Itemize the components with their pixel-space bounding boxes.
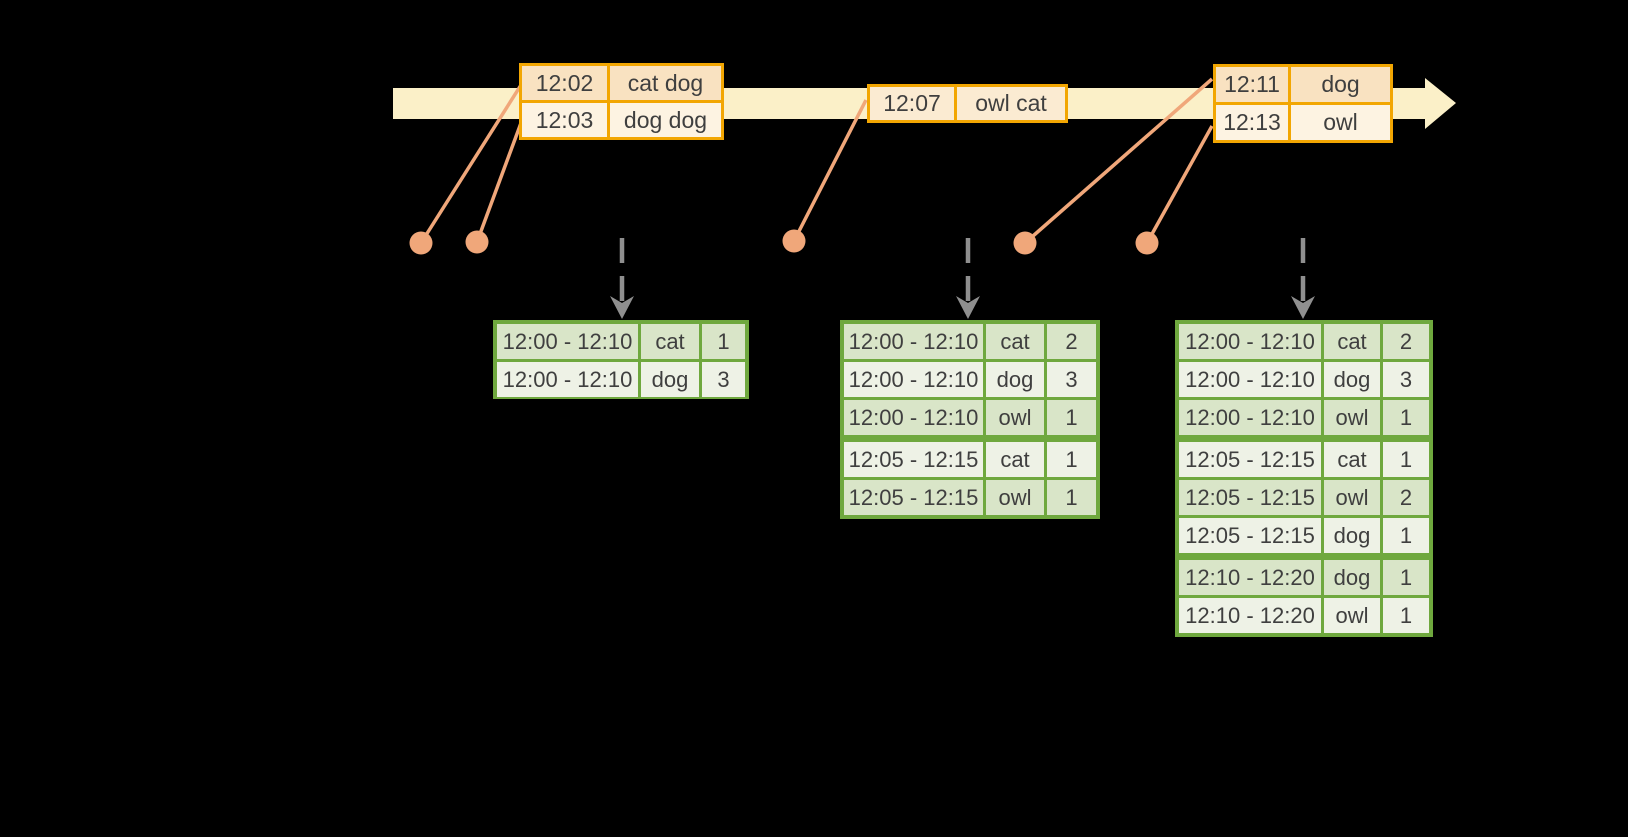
event-dot [409,231,433,255]
window-range: 12:10 - 12:20 [1179,560,1321,595]
event-time: 12:07 [870,87,954,120]
event-dot [1013,231,1037,255]
event-line [1023,77,1214,245]
word: dog [1324,518,1380,553]
event-dot [1135,231,1159,255]
window-range: 12:00 - 12:10 [844,324,983,359]
event-line [419,84,523,244]
event-line [1145,125,1214,244]
event-dot [782,229,806,253]
count: 1 [1383,560,1429,595]
event-dot [465,230,489,254]
window-range: 12:00 - 12:10 [1179,362,1321,397]
window-range: 12:05 - 12:15 [844,442,983,477]
count: 3 [1383,362,1429,397]
window-range: 12:00 - 12:10 [497,324,638,359]
trigger-dashed-lines [619,238,1306,301]
trigger-arrowheads [610,296,1315,319]
count: 2 [1047,324,1096,359]
count: 1 [1383,598,1429,633]
event-time: 12:13 [1216,105,1288,140]
count: 1 [1383,400,1429,435]
word: dog [1324,560,1380,595]
word: dog [986,362,1044,397]
window-range: 12:10 - 12:20 [1179,598,1321,633]
event-time: 12:03 [522,103,607,137]
event-words: cat dog [610,66,721,100]
window-range: 12:05 - 12:15 [1179,518,1321,553]
word: owl [1324,480,1380,515]
event-line [792,99,868,242]
window-range: 12:05 - 12:15 [844,480,983,515]
down-arrowhead-icon [1291,296,1315,319]
count: 1 [1383,518,1429,553]
event-time: 12:11 [1216,67,1288,102]
word: dog [641,362,699,397]
count: 2 [1383,324,1429,359]
word: owl [1324,400,1380,435]
count: 1 [1047,442,1096,477]
window-range: 12:05 - 12:15 [1179,480,1321,515]
window-range: 12:05 - 12:15 [1179,442,1321,477]
event-words: owl cat [957,87,1065,120]
count: 3 [702,362,745,397]
event-words: dog [1291,67,1390,102]
word: cat [1324,324,1380,359]
event-time: 12:02 [522,66,607,100]
event-dots [409,229,1159,255]
word: cat [641,324,699,359]
event-words: dog dog [610,103,721,137]
word: owl [986,400,1044,435]
event-words: owl [1291,105,1390,140]
word: cat [1324,442,1380,477]
window-range: 12:00 - 12:10 [844,362,983,397]
word: owl [1324,598,1380,633]
event-connector-lines [419,77,1214,245]
word: owl [986,480,1044,515]
count: 3 [1047,362,1096,397]
window-range: 12:00 - 12:10 [497,362,638,397]
down-arrowhead-icon [956,296,980,319]
count: 1 [1047,480,1096,515]
window-range: 12:00 - 12:10 [1179,400,1321,435]
event-line [475,122,523,243]
word: dog [1324,362,1380,397]
count: 1 [702,324,745,359]
window-range: 12:00 - 12:10 [844,400,983,435]
count: 1 [1047,400,1096,435]
down-arrowhead-icon [610,296,634,319]
word: cat [986,442,1044,477]
window-range: 12:00 - 12:10 [1179,324,1321,359]
count: 1 [1383,442,1429,477]
timeline-arrowhead-icon [1425,78,1456,129]
count: 2 [1383,480,1429,515]
word: cat [986,324,1044,359]
